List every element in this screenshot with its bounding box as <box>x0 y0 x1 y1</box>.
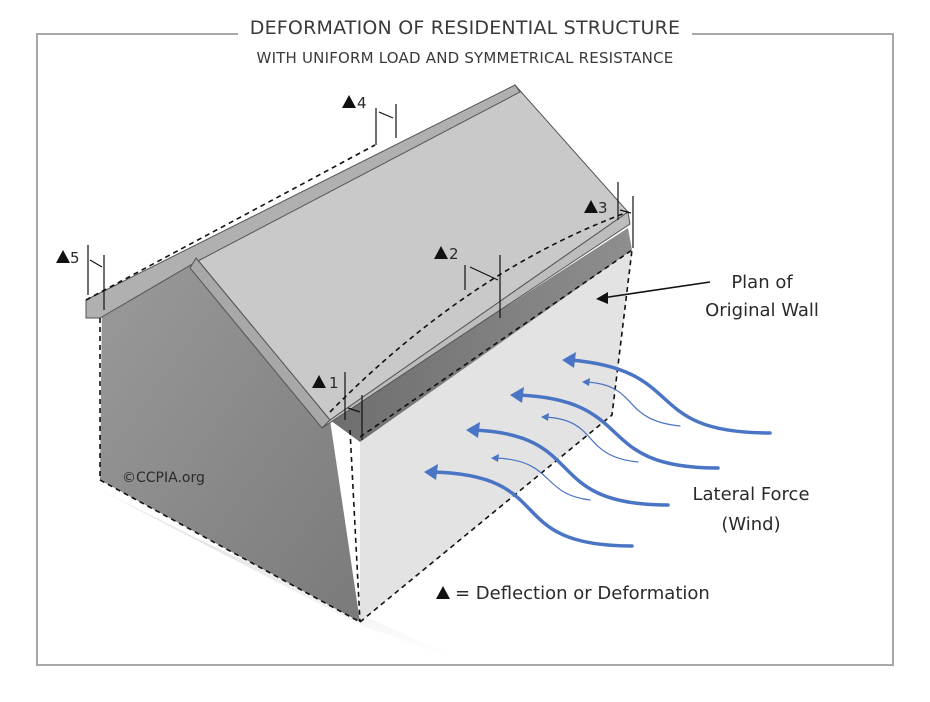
original-wall-outline <box>85 144 633 623</box>
delta-label-5: 5 <box>56 249 80 267</box>
delta-label-4: 4 <box>342 94 367 112</box>
deflection-markers <box>87 104 634 440</box>
wind-arrow <box>430 470 634 548</box>
wind-arrow <box>516 393 720 470</box>
wind-arrow <box>568 358 772 435</box>
legend-text: = Deflection or Deformation <box>455 583 710 604</box>
wind-arrow <box>472 428 670 507</box>
copyright-label: ©CCPIA.org <box>122 470 205 486</box>
delta-number-1: 1 <box>329 374 339 392</box>
plan-label-line1: Plan of <box>731 272 793 293</box>
plan-label-line2: Original Wall <box>705 300 819 321</box>
wind-arrowheads <box>424 352 590 480</box>
wind-arrow-thin <box>494 457 591 501</box>
legend: = Deflection or Deformation <box>436 583 710 604</box>
delta-number-2: 2 <box>449 245 459 263</box>
delta-number-3: 3 <box>598 199 608 217</box>
wind-arrow-thin <box>585 381 681 427</box>
wind-arrows <box>430 358 772 548</box>
gable-end-wall <box>100 258 360 622</box>
delta-label-2: 2 <box>434 245 459 263</box>
delta-label-1: 1 <box>312 374 339 392</box>
plan-leader-arrowhead <box>596 292 608 304</box>
delta-number-4: 4 <box>357 94 367 112</box>
diagram-title: DEFORMATION OF RESIDENTIAL STRUCTURE <box>0 17 930 39</box>
eave-fascia <box>330 228 632 442</box>
force-label-line2: (Wind) <box>721 514 780 535</box>
diagram-subtitle: WITH UNIFORM LOAD AND SYMMETRICAL RESIST… <box>256 49 674 67</box>
legend-delta-icon <box>436 586 450 599</box>
delta-label-3: 3 <box>584 199 608 217</box>
delta-number-5: 5 <box>70 249 80 267</box>
long-side-wall <box>360 250 632 622</box>
force-label-line1: Lateral Force <box>692 484 809 505</box>
wind-arrow-thin <box>544 416 639 463</box>
plan-leader-line <box>601 281 711 299</box>
